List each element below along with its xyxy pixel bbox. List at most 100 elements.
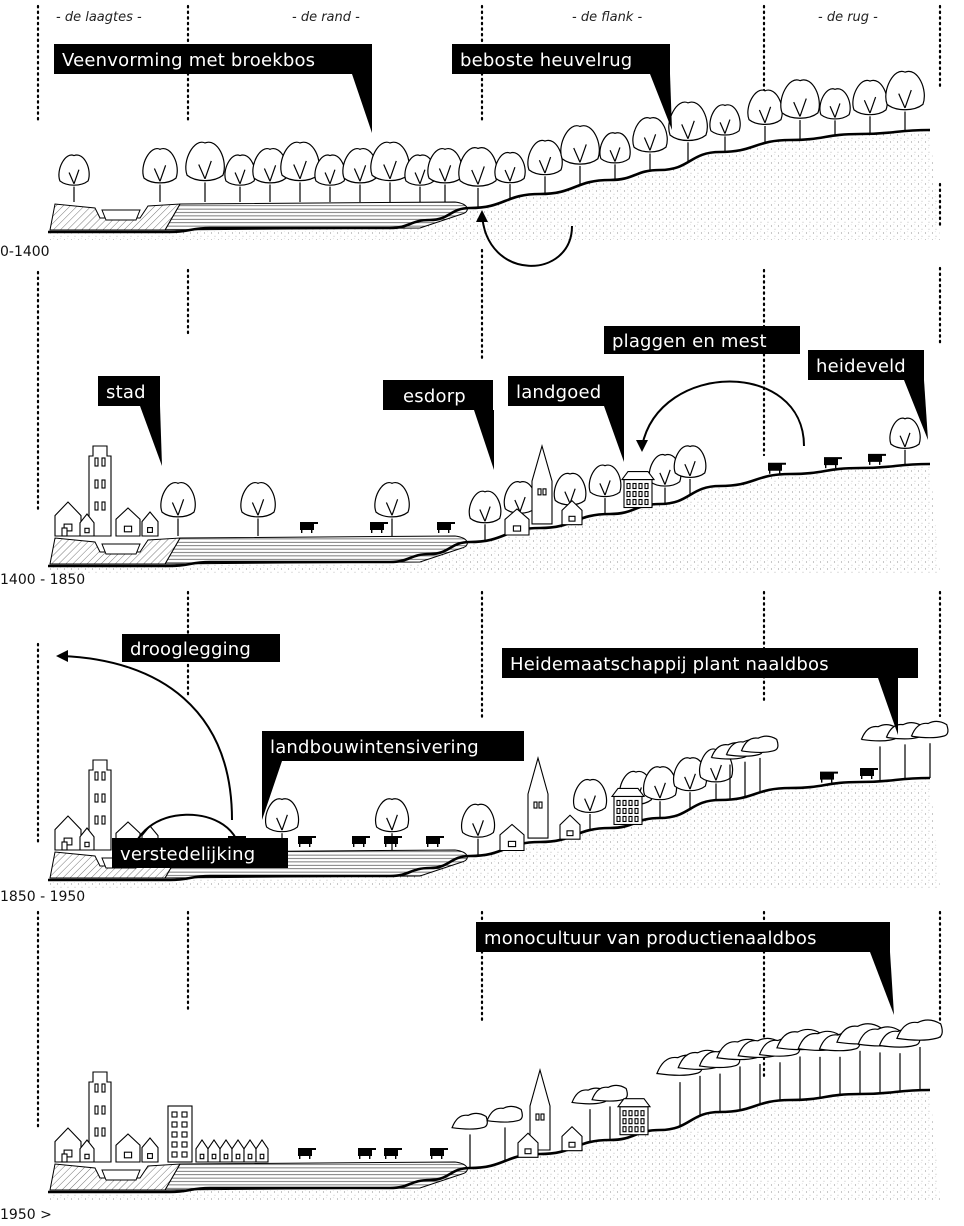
house-icon	[243, 1139, 257, 1163]
tree-branch	[514, 499, 521, 512]
label-landbouwintensivering: landbouwintensivering	[270, 737, 479, 758]
window	[533, 801, 538, 809]
tree-crown	[427, 148, 463, 184]
tree-branch	[198, 164, 206, 180]
tree-branch	[263, 168, 271, 182]
window	[638, 498, 643, 506]
tree-branch	[724, 119, 731, 134]
tree-crown	[709, 104, 741, 136]
window	[632, 482, 637, 490]
house-icon	[561, 1125, 583, 1152]
arrowhead-icon	[56, 650, 68, 662]
tree-branch	[599, 483, 606, 496]
tree-crown	[468, 490, 502, 524]
window	[94, 793, 99, 803]
window	[628, 1126, 633, 1133]
house-icon	[559, 814, 581, 840]
church-tower	[529, 1067, 551, 1151]
tree-crown	[264, 798, 300, 833]
window	[171, 1131, 178, 1138]
house-icon	[255, 1139, 269, 1163]
window	[626, 482, 631, 490]
window	[542, 488, 547, 496]
label-verstedelijking: verstedelijking	[120, 844, 255, 865]
tree-crown	[599, 132, 631, 164]
tree-crown	[503, 481, 537, 514]
window	[84, 527, 90, 534]
window	[94, 771, 99, 781]
tree-branch	[177, 499, 185, 516]
window	[181, 1151, 188, 1158]
cathedral-tower	[88, 759, 112, 851]
tree-branch	[472, 823, 479, 836]
tree-crown	[889, 417, 921, 449]
curved-arrow	[641, 380, 805, 447]
tree-branch	[569, 488, 576, 504]
tree-branch	[324, 172, 331, 185]
cow-icon	[358, 1148, 376, 1159]
manor-roof	[616, 1098, 652, 1108]
tree-crown	[374, 798, 410, 833]
tree-branch	[684, 463, 691, 477]
tree-crown	[572, 778, 608, 814]
tree-branch	[681, 124, 689, 139]
window	[171, 1151, 178, 1158]
window	[101, 793, 106, 803]
tree-crown	[458, 147, 498, 187]
tree-branch	[869, 96, 877, 114]
tree-branch	[643, 137, 651, 151]
callout-esdorp: esdorp	[383, 380, 494, 470]
tree-crown	[632, 117, 668, 153]
tree-branch	[764, 106, 772, 123]
house-icon	[79, 1139, 95, 1163]
window	[622, 1118, 627, 1125]
cow-icon	[298, 1148, 316, 1159]
window	[223, 1153, 229, 1160]
tree-branch	[477, 166, 485, 185]
window	[101, 1127, 106, 1137]
water-channel	[101, 1169, 141, 1181]
tree-branch	[239, 169, 246, 184]
window	[634, 1118, 639, 1125]
window	[94, 501, 99, 511]
house-icon	[115, 1133, 141, 1163]
tree-branch	[538, 160, 546, 174]
tree-branch	[299, 160, 307, 180]
tree-branch	[329, 169, 336, 184]
window	[235, 1153, 241, 1160]
window	[640, 1110, 645, 1117]
manor-roof	[610, 787, 646, 798]
tree-crown	[142, 148, 178, 184]
tree-branch	[383, 164, 391, 180]
tree-branch	[73, 169, 80, 184]
tree-crown	[588, 464, 622, 498]
window	[181, 1121, 188, 1128]
house-icon	[561, 499, 583, 526]
tree-branch	[614, 147, 621, 162]
callout-plaggen-en-mest: plaggen en mest	[604, 326, 800, 354]
tree-branch	[689, 773, 696, 790]
zone-label-laagtes: - de laagtes -	[56, 10, 142, 25]
tree-branch	[659, 472, 666, 485]
window	[638, 490, 643, 498]
tree-branch	[477, 820, 484, 836]
tree-crown	[494, 151, 526, 184]
tree-branch	[276, 817, 283, 831]
window	[507, 840, 517, 848]
tree-crown	[460, 803, 496, 838]
tree-branch	[579, 144, 587, 163]
arrowhead-icon	[636, 440, 648, 452]
window	[259, 1153, 265, 1160]
window	[568, 1141, 576, 1148]
callout-heideveld: heideveld	[808, 350, 928, 440]
window	[538, 801, 543, 809]
window	[622, 1126, 627, 1133]
tree-branch	[479, 509, 486, 522]
arrowhead-icon	[476, 210, 488, 222]
cow-icon	[370, 522, 388, 533]
window	[628, 807, 633, 815]
tree-crown	[58, 154, 90, 186]
house-icon	[207, 1139, 221, 1163]
peat-layer	[164, 1161, 468, 1191]
tree-branch	[589, 795, 596, 812]
